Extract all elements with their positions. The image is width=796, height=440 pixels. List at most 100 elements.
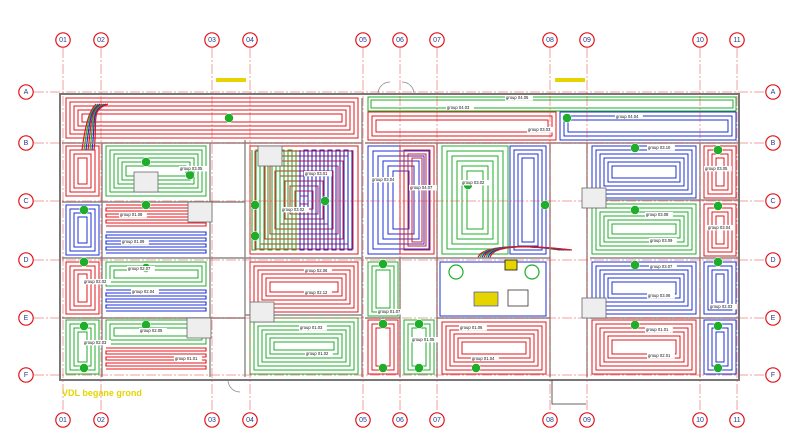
thermostat-dot <box>378 319 388 329</box>
manifold-cabinet <box>249 301 275 323</box>
group-label: group 03.04 <box>708 225 731 230</box>
group-label: group 03.02 <box>282 207 305 212</box>
group-label: group 03.05 <box>705 166 728 171</box>
group-label: group 03.07 <box>650 264 673 269</box>
thermostat-dot <box>141 200 151 210</box>
column-axis-bottom-10: 10 <box>692 412 708 428</box>
axis-bubble-circle <box>429 412 445 428</box>
axis-bubble-label: 09 <box>583 37 591 44</box>
manifolds <box>79 78 723 373</box>
group-label-bg <box>647 353 675 359</box>
heating-loop-blue <box>703 261 737 315</box>
axis-bubble-circle <box>542 32 558 48</box>
axis-bubble-label: 07 <box>433 417 441 424</box>
group-label: group 02.04 <box>132 289 155 294</box>
axis-bubble-label: 09 <box>583 417 591 424</box>
group-label-bg <box>299 325 327 331</box>
group-label: group 01.04 <box>472 356 495 361</box>
buffer-tank <box>507 289 529 307</box>
axis-bubble-circle <box>392 32 408 48</box>
heating-loop-green <box>105 261 207 287</box>
heating-loop-green <box>65 319 100 375</box>
axis-bubble-label: 03 <box>208 37 216 44</box>
column-axis-top-10: 10 <box>692 32 708 48</box>
axis-bubble-label: 10 <box>696 37 704 44</box>
control-box <box>504 259 518 271</box>
axis-bubble-label: 01 <box>59 417 67 424</box>
axis-bubble-label: 05 <box>359 37 367 44</box>
group-label-bg <box>304 171 332 177</box>
heating-loop-red <box>105 204 207 227</box>
axis-bubble-circle <box>18 252 34 268</box>
column-axis-top-04: 04 <box>242 32 258 48</box>
group-label-bg <box>459 325 487 331</box>
group-label-bg <box>411 337 439 343</box>
thermostat-dot <box>79 321 89 331</box>
group-label-bg <box>409 185 437 191</box>
yellow-marker <box>216 78 246 82</box>
row-axis-left-E: E <box>18 310 34 326</box>
group-label: group 01.05 <box>412 337 435 342</box>
manifold-cabinet <box>581 297 607 319</box>
group-label: group 03.02 <box>462 180 485 185</box>
drawing-caption: VDL begane grond <box>62 388 142 398</box>
heating-loop-red <box>65 261 100 315</box>
axis-bubble-label: D <box>770 257 775 264</box>
manifold-cabinet <box>187 201 213 223</box>
axis-bubble-label: F <box>24 372 28 379</box>
group-label-bg <box>305 351 333 357</box>
axis-bubble-circle <box>18 193 34 209</box>
axis-bubble-circle <box>93 32 109 48</box>
thermostat-dot <box>630 205 640 215</box>
group-label: group 03.05 <box>180 166 203 171</box>
column-axis-bottom-02: 02 <box>93 412 109 428</box>
row-axis-left-B: B <box>18 135 34 151</box>
thermostat-dot <box>250 231 260 241</box>
row-axis-right-D: D <box>765 252 781 268</box>
heating-loop-green <box>367 261 399 317</box>
axis-bubble-circle <box>18 135 34 151</box>
door-swing <box>551 380 586 405</box>
group-label: group 04.03 <box>447 105 470 110</box>
manifold-cabinet <box>133 171 159 193</box>
group-label: group 03.09 <box>650 238 673 243</box>
group-label: group 03.01 <box>305 171 328 176</box>
column-axis-top-08: 08 <box>542 32 558 48</box>
heating-loop-green <box>441 145 509 255</box>
axis-bubble-circle <box>204 32 220 48</box>
axis-bubble-circle <box>55 32 71 48</box>
axis-bubble-label: 04 <box>246 417 254 424</box>
heating-loop-blue <box>367 145 435 255</box>
heating-loop-red <box>441 321 547 375</box>
column-axis-top-11: 11 <box>729 32 745 48</box>
axis-bubble-circle <box>429 32 445 48</box>
axis-bubble-circle <box>204 412 220 428</box>
thermostat-dot <box>713 363 723 373</box>
axis-bubble-circle <box>18 367 34 383</box>
heating-loop-red <box>703 203 737 257</box>
heating-loop-red <box>703 145 737 199</box>
thermostat-dot <box>414 363 424 373</box>
group-label-bg <box>83 340 111 346</box>
group-label: group 03.08 <box>646 212 669 217</box>
axis-bubble-label: 10 <box>696 417 704 424</box>
axis-bubble-label: 02 <box>97 417 105 424</box>
group-label-bg <box>647 293 675 299</box>
axis-bubble-label: 04 <box>246 37 254 44</box>
row-axis-left-A: A <box>18 84 34 100</box>
group-label-bg <box>649 238 677 244</box>
group-label: group 02.03 <box>710 304 733 309</box>
column-axis-bottom-04: 04 <box>242 412 258 428</box>
group-label: group 04.07 <box>410 185 433 190</box>
boiler-icon <box>524 264 540 280</box>
thermostat-dot <box>250 200 260 210</box>
group-label: group 01.07 <box>378 309 401 314</box>
heating-loop-red <box>65 145 100 197</box>
thermostat-dot <box>378 363 388 373</box>
group-label: group 01.03 <box>300 325 323 330</box>
axis-bubble-circle <box>392 412 408 428</box>
group-label: group 02.02 <box>84 279 107 284</box>
axis-bubble-circle <box>579 32 595 48</box>
axis-bubbles: 0101020203030404050506060707080809091010… <box>18 32 781 428</box>
